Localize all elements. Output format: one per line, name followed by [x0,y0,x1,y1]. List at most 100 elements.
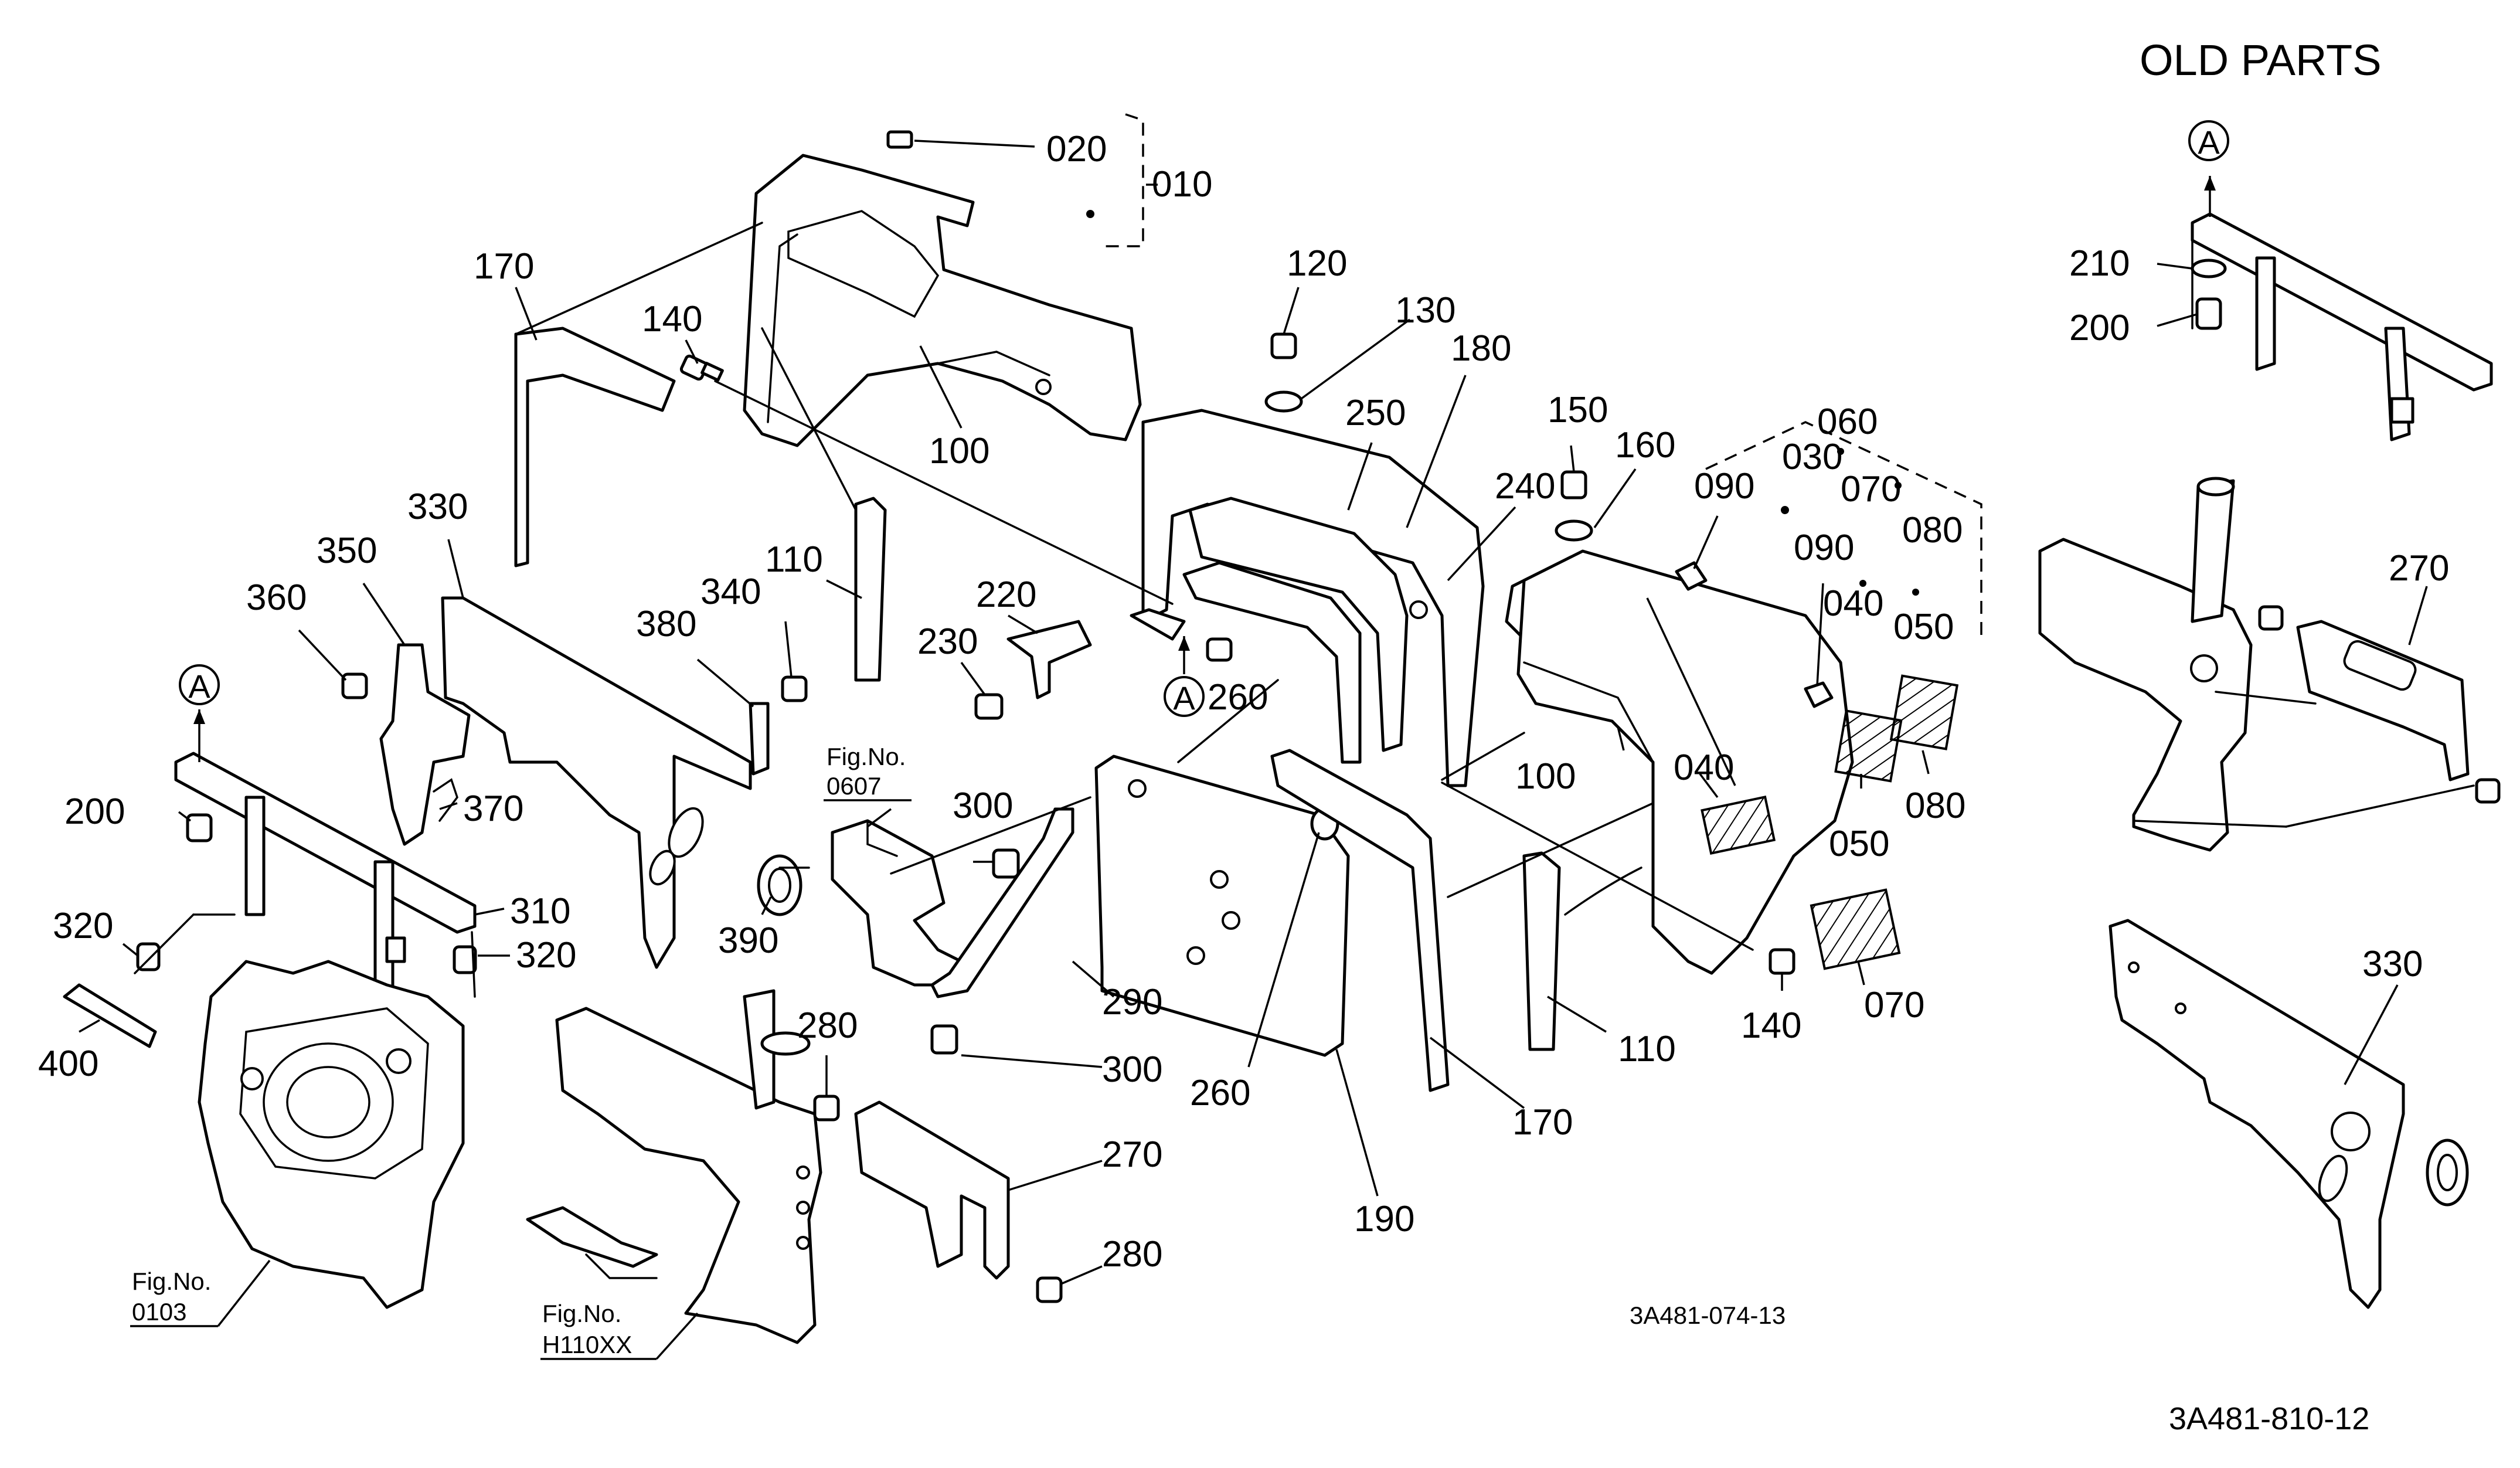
part-label: 170 [474,246,534,287]
clip-020-part [886,130,913,149]
washer-130-part [1264,390,1303,413]
bolt-140-part [679,354,724,382]
part-label: 350 [317,531,377,571]
bolt-300-upper-part [992,848,1020,879]
reference-arrow-center [1178,636,1190,674]
part-label: 180 [1451,328,1511,369]
fig-ref-label: Fig.No. [827,743,906,770]
part-label: 280 [797,1005,858,1046]
part-labels: 020 010 170 140 100 120 130 180 250 150 … [38,129,2449,1275]
clip-090-upper-part [1675,561,1708,591]
part-label: 100 [1515,756,1576,797]
old-frame-part [2038,477,2253,852]
part-label: 310 [510,891,570,932]
part-label: 080 [1905,786,1965,826]
part-label: 400 [38,1044,98,1084]
frame-h110xx [526,989,822,1344]
part-label: 010 [1152,164,1212,205]
bolt-150-part [1560,470,1587,499]
old-bolt-lower-part [2475,778,2501,804]
bolt-320-left-part [136,942,161,971]
strap-400-part [63,983,157,1048]
old-bracket-270-part [2296,620,2470,781]
part-label: 300 [1102,1049,1162,1090]
part-label: 200 [64,791,125,832]
part-label: 190 [1354,1199,1414,1239]
part-label: 040 [1823,583,1883,624]
fig-ref-label: Fig.No. [542,1300,621,1327]
decal-080-part [1889,674,1959,750]
drawing-code-old-parts: 3A481-810-12 [2169,1401,2369,1436]
clip-370-part [433,778,458,822]
decal-050-part [1834,709,1903,783]
bracket-270-part [854,1100,1010,1280]
bracket-350-part [379,643,471,846]
part-label: 270 [1102,1134,1162,1175]
bolt-280-upper-part [813,1095,840,1122]
main-assembly [63,113,1982,1360]
reference-mark: A [179,664,220,705]
reference-mark: A [1164,676,1205,717]
reference-arrow-left [193,709,205,762]
part-label: 110 [1618,1029,1676,1069]
old-washer-210-part [2191,259,2227,278]
bolt-360-part [341,672,368,699]
bolt-300-lower-part [930,1024,958,1055]
bolt-320-right-part [453,945,477,974]
transmission-housing [198,960,465,1309]
fig-ref-number: 0103 [132,1298,186,1326]
bracket-330-part [441,596,752,969]
part-label: 290 [1102,982,1162,1022]
part-label: 160 [1615,425,1675,465]
pad-110-part [854,497,887,682]
part-label: 330 [2362,944,2423,984]
bracket-010-dashed [1102,113,1144,247]
part-label: 130 [1395,290,1455,331]
part-label: 370 [463,789,523,829]
part-label: 090 [1794,528,1854,568]
svg-text:A: A [2198,124,2220,161]
reference-mark: A [2188,120,2229,161]
stay-290-part [930,807,1074,998]
part-label: 300 [953,786,1013,826]
part-label: 060 [1817,402,1878,442]
part-label: 040 [1674,747,1734,788]
fig-ref-number: H110XX [542,1331,632,1358]
decal-040-part [1701,796,1776,855]
part-label: 260 [1208,677,1268,718]
part-label: 220 [976,575,1036,615]
pad-170-right-part [1270,749,1450,1092]
bolt-340-part [781,675,808,702]
washer-160-part [1555,519,1593,542]
bracket-0607 [831,819,963,987]
part-label: 110 [765,539,823,580]
leader-lines [79,140,1930,1285]
old-bolt-upper-part [2258,605,2284,631]
drawing-code-main: 3A481-074-13 [1630,1302,1786,1329]
svg-text:A: A [1173,679,1195,716]
part-label: 230 [917,621,978,662]
center-bracket-assembly [1130,409,1485,787]
fig-ref-number: 0607 [827,772,881,800]
bolt-200-part [186,813,213,842]
old-parts-title: OLD PARTS [2140,36,2382,84]
part-label: 270 [2389,548,2449,589]
old-grommet-part [2426,1139,2469,1207]
panel-190-part [1094,755,1350,1057]
part-label: 140 [642,299,702,339]
pad-170-left-part [514,327,676,568]
part-label: 170 [1512,1102,1573,1143]
part-label: 100 [929,431,989,471]
pad-110-right-part [1522,851,1561,1051]
rod-220-part [1006,620,1092,699]
bracket-060-dashed [1705,421,1982,639]
pin-380-part [749,702,770,776]
assembly-lines [134,222,1754,998]
part-label: 380 [636,604,696,644]
part-label: 260 [1190,1073,1250,1113]
part-label: 280 [1102,1234,1162,1275]
part-label: 240 [1495,466,1555,507]
part-label: 330 [407,487,468,527]
part-label: 070 [1864,985,1924,1025]
